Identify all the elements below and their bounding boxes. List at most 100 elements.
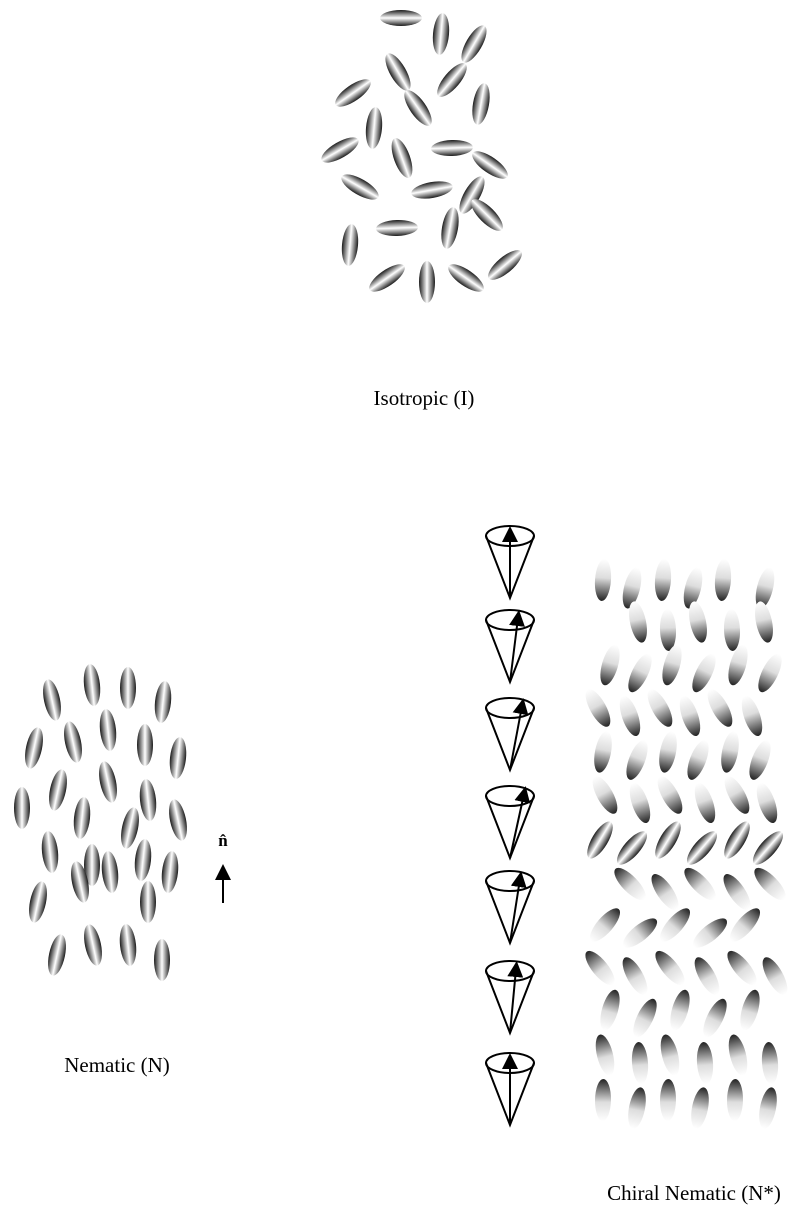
chiral-nematic-rod — [725, 1033, 751, 1078]
nematic-rod — [153, 680, 173, 723]
isotropic-molecules — [318, 10, 526, 303]
chiral-nematic-rod — [625, 1086, 649, 1130]
chiral-nematic-rod — [758, 954, 792, 998]
chiral-nematic-rod — [714, 558, 733, 601]
chiral-nematic-rod — [594, 558, 613, 601]
chiral-nematic-rod — [581, 686, 615, 730]
isotropic-rod — [365, 259, 409, 296]
nematic-rod — [118, 923, 138, 966]
chiral-nematic-rod — [588, 773, 622, 817]
precession-cone-icon — [486, 1053, 534, 1125]
chiral-nematic-rod — [654, 558, 673, 601]
nematic-rod — [166, 798, 190, 842]
director-label: n̂ — [218, 831, 228, 850]
chiral-nematic-rod — [597, 988, 624, 1033]
chiral-nematic-rod — [612, 827, 652, 869]
chiral-nematic-rod — [703, 686, 737, 730]
precession-cone-icon — [486, 961, 534, 1033]
chiral-nematic-rod — [631, 1041, 650, 1084]
chiral-nematic-rod — [752, 600, 776, 644]
nematic-rod — [137, 724, 153, 766]
chiral-nematic-rod — [676, 694, 705, 739]
chiral-nematic-rod — [656, 730, 680, 774]
isotropic-rod — [466, 194, 507, 235]
chiral-nematic-rod — [616, 694, 645, 739]
chiral-nematic-rod — [720, 773, 754, 817]
chiral-nematic-rod — [689, 914, 732, 953]
nematic-rod — [168, 736, 188, 779]
isotropic-rod — [331, 74, 375, 111]
chiral-nematic-rod — [723, 947, 762, 990]
isotropic-rod — [469, 82, 492, 126]
chiral-nematic-rod — [647, 870, 684, 914]
chiral-nematic-rod — [737, 988, 764, 1033]
chiral-nematic-rod — [745, 738, 775, 783]
isotropic-rod — [432, 59, 471, 101]
chiral-nematic-rod — [699, 996, 732, 1041]
chiral-nematic-rod — [750, 863, 791, 904]
precession-cone-icon — [486, 786, 534, 858]
chiral-nematic-rod — [752, 566, 778, 611]
chiral-nematic-rod — [682, 827, 722, 869]
nematic-rod — [45, 933, 69, 977]
isotropic-rod — [419, 261, 435, 303]
nematic-rod — [61, 720, 85, 764]
director-precession-cones — [486, 526, 534, 1125]
precession-cone-icon — [486, 871, 534, 943]
nematic-rod — [46, 768, 70, 812]
chiral-nematic-rod — [610, 863, 651, 904]
isotropic-rod — [484, 245, 526, 284]
chiral-nematic-rod — [738, 694, 767, 739]
isotropic-rod — [380, 10, 422, 26]
chiral-nematic-molecules — [581, 558, 793, 1130]
chiral-nematic-rod — [582, 818, 617, 862]
chiral-nematic-label: Chiral Nematic (N*) — [607, 1181, 781, 1205]
isotropic-rod — [318, 133, 362, 168]
isotropic-rod — [444, 259, 488, 296]
chiral-nematic-rod — [754, 651, 787, 696]
nematic-rod — [118, 806, 142, 850]
nematic-molecules — [14, 663, 190, 981]
isotropic-rod — [410, 178, 454, 201]
chiral-nematic-rod — [650, 818, 685, 862]
precession-cone-icon — [486, 698, 534, 770]
nematic-rod — [22, 726, 46, 770]
isotropic-rod — [399, 86, 436, 130]
nematic-rod — [96, 760, 120, 804]
isotropic-rod — [340, 223, 360, 266]
isotropic-rod — [431, 139, 474, 156]
chiral-nematic-rod — [651, 947, 690, 990]
nematic-rod — [72, 796, 92, 839]
chiral-nematic-rod — [690, 954, 724, 998]
chiral-nematic-rod — [655, 904, 695, 946]
chiral-nematic-rod — [660, 1079, 677, 1121]
chiral-nematic-rod — [718, 730, 742, 774]
chiral-nematic-rod — [643, 686, 677, 730]
chiral-nematic-rod — [585, 904, 625, 946]
chiral-nematic-rod — [688, 651, 721, 696]
chiral-nematic-rod — [624, 651, 657, 696]
chiral-nematic-rod — [595, 1079, 612, 1121]
chiral-nematic-rod — [622, 738, 652, 783]
chiral-nematic-rod — [688, 1086, 712, 1130]
isotropic-rod — [376, 219, 419, 236]
chiral-nematic-rod — [691, 781, 720, 826]
chiral-nematic-rod — [626, 781, 655, 826]
nematic-label: Nematic (N) — [64, 1053, 170, 1077]
isotropic-label: Isotropic (I) — [374, 386, 475, 410]
isotropic-rod — [338, 170, 382, 205]
chiral-nematic-rod — [748, 827, 788, 869]
isotropic-rod — [468, 146, 512, 183]
chiral-nematic-rod — [756, 1086, 780, 1130]
nematic-rod — [98, 708, 118, 751]
nematic-rod — [14, 787, 30, 829]
chiral-nematic-rod — [653, 773, 687, 817]
chiral-nematic-rod — [753, 781, 782, 826]
chiral-nematic-rod — [719, 818, 754, 862]
chiral-nematic-rod — [629, 996, 662, 1041]
isotropic-rod — [364, 106, 384, 149]
chiral-nematic-rod — [727, 1079, 744, 1121]
nematic-rod — [138, 778, 158, 821]
nematic-rod — [154, 939, 170, 981]
